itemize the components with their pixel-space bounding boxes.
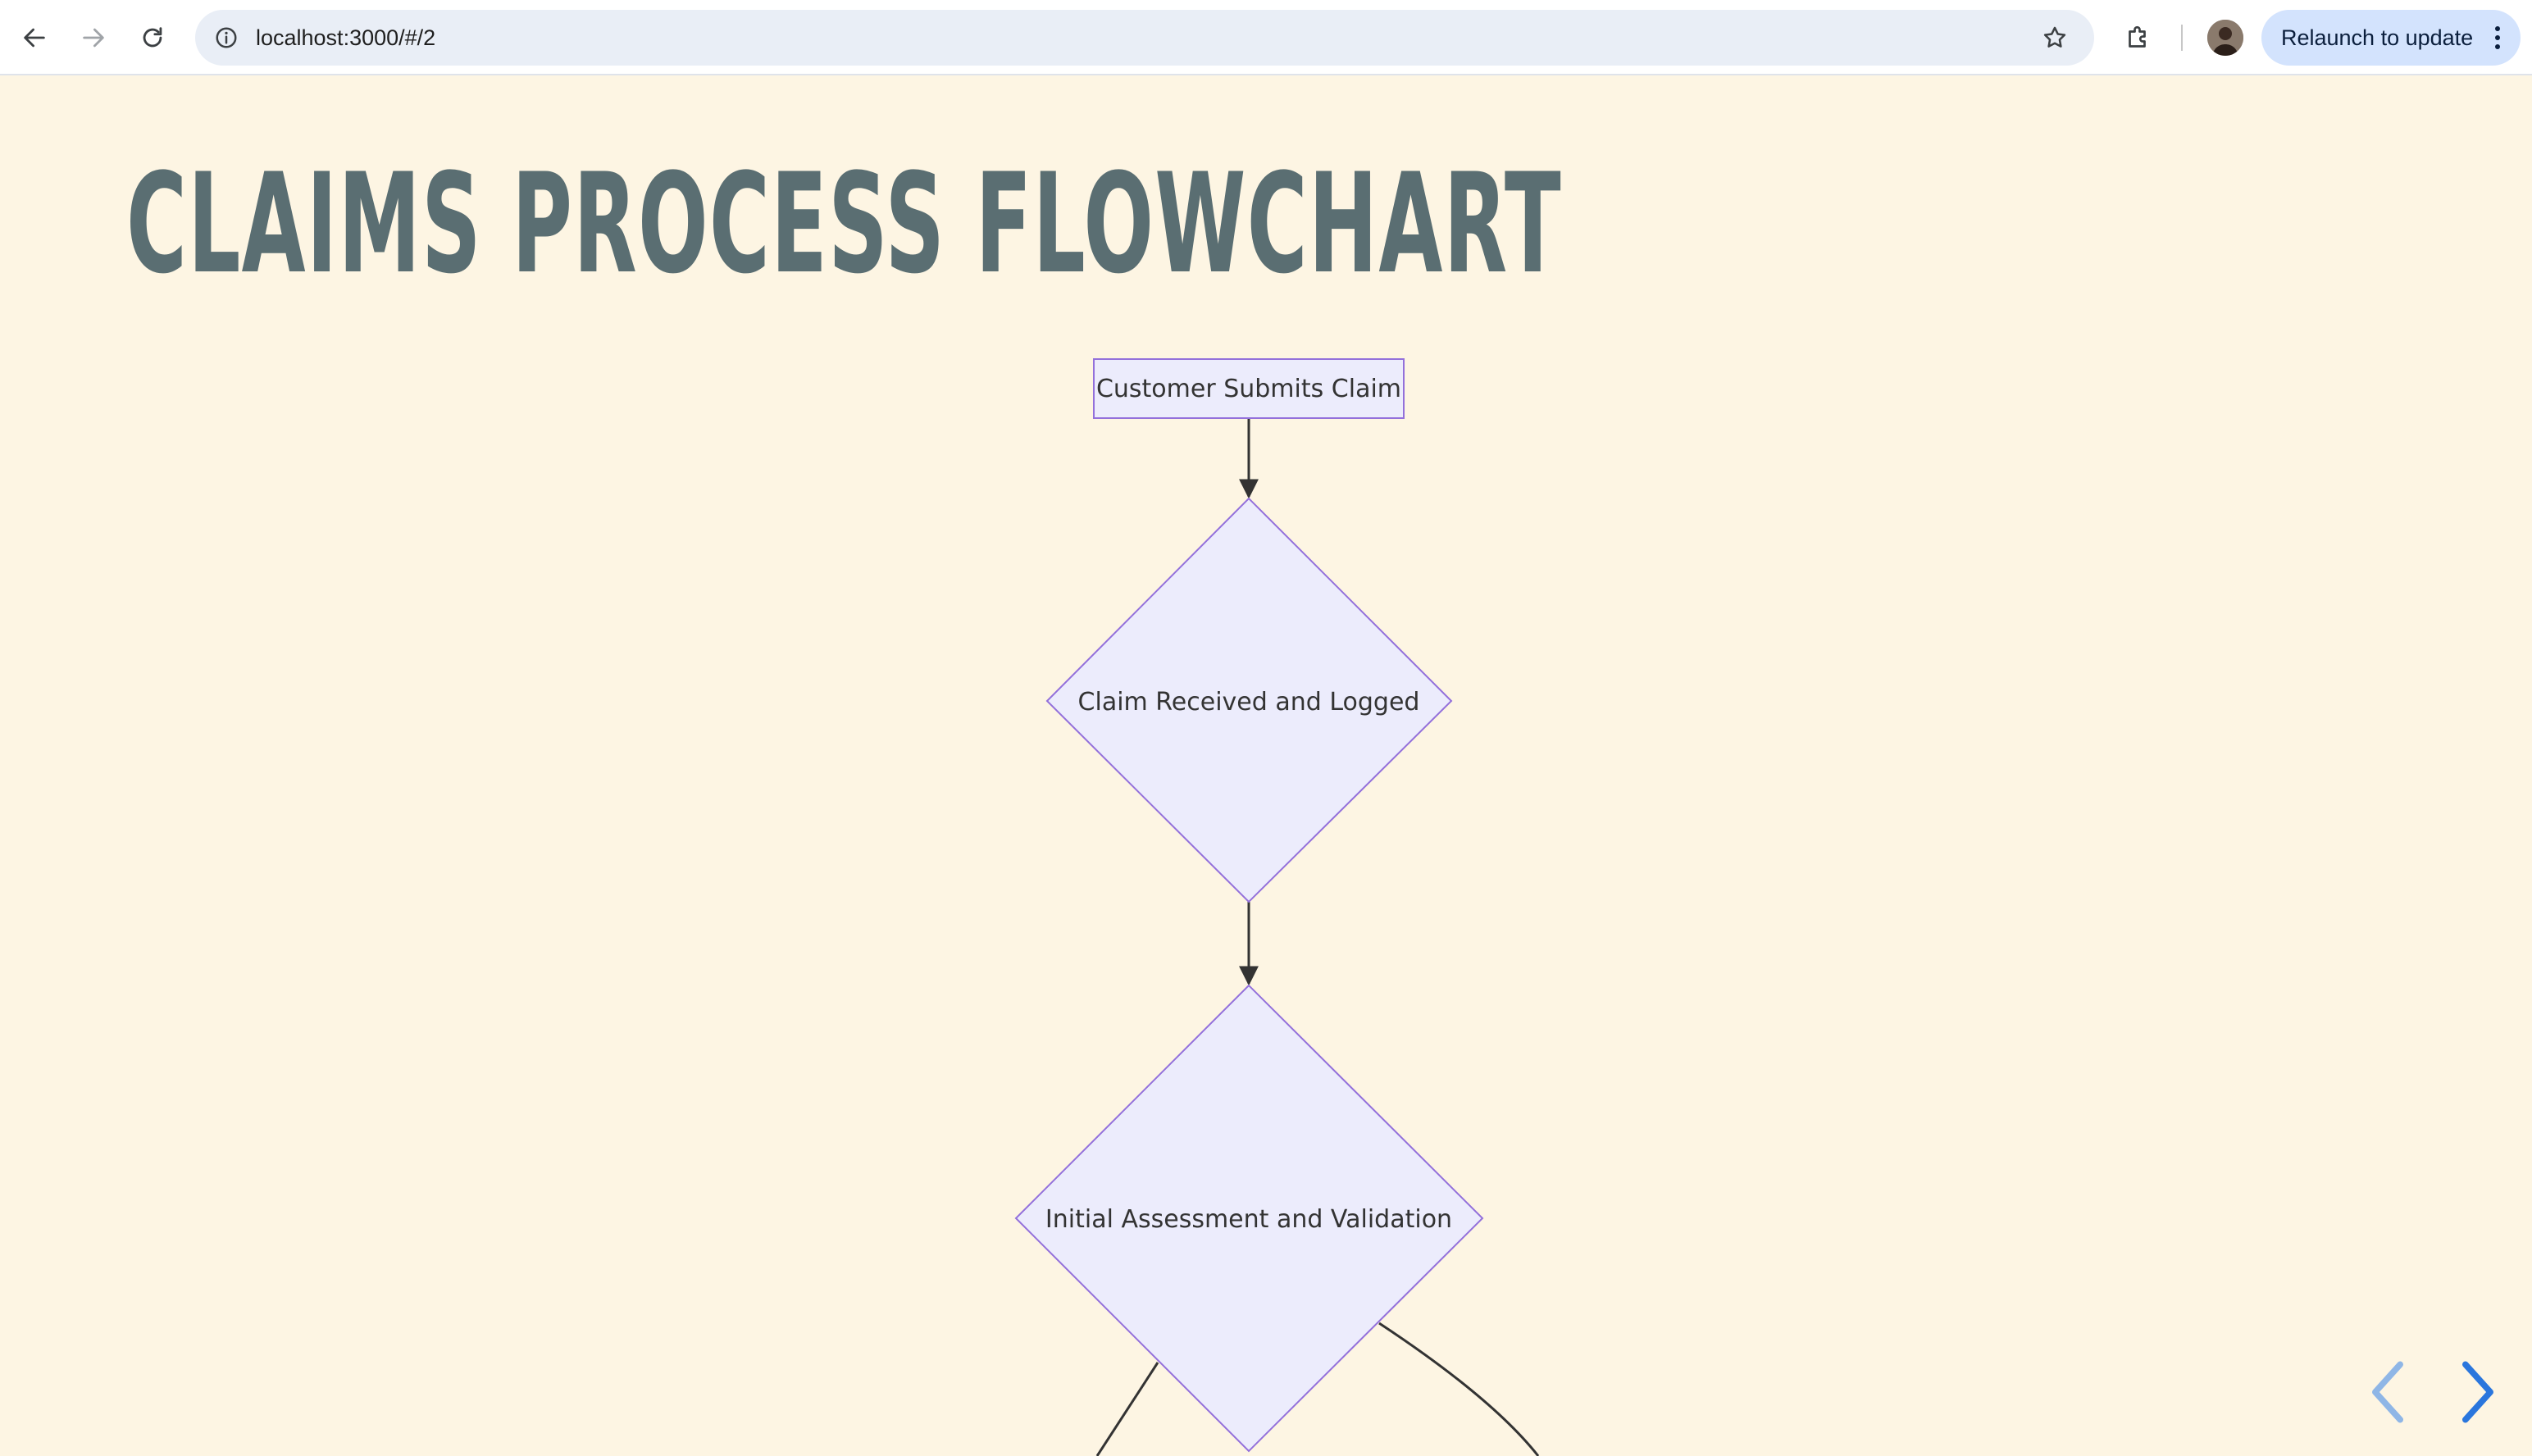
reload-button[interactable] <box>133 18 172 57</box>
back-button[interactable] <box>15 18 54 57</box>
relaunch-label: Relaunch to update <box>2281 25 2474 50</box>
star-icon[interactable] <box>2038 21 2071 54</box>
browser-toolbar: localhost:3000/#/2 Relaunch to update <box>0 0 2532 75</box>
chevron-right-icon <box>2461 1361 2493 1423</box>
next-slide-button[interactable] <box>2452 1356 2504 1428</box>
forward-button[interactable] <box>74 18 113 57</box>
kebab-menu-icon[interactable] <box>2493 25 2502 51</box>
edge-assess-right <box>1378 1322 1540 1456</box>
address-bar[interactable]: localhost:3000/#/2 <box>195 10 2094 66</box>
page-title: CLAIMS PROCESS FLOWCHART <box>126 143 1562 304</box>
flow-node-assess-label: Initial Assessment and Validation <box>1045 1205 1452 1234</box>
url-text[interactable]: localhost:3000/#/2 <box>256 25 436 50</box>
flow-node-assess: Initial Assessment and Validation <box>1014 984 1484 1453</box>
flow-node-start: Customer Submits Claim <box>1093 358 1405 419</box>
edge-assess-left <box>1095 1362 1159 1456</box>
relaunch-button[interactable]: Relaunch to update <box>2261 10 2521 66</box>
info-icon[interactable] <box>212 23 241 52</box>
back-arrow-icon <box>24 28 45 48</box>
puzzle-icon[interactable] <box>2119 18 2158 57</box>
flow-node-logged-label: Claim Received and Logged <box>1078 688 1420 717</box>
prev-slide-button[interactable] <box>2361 1356 2414 1428</box>
chevron-left-icon <box>2371 1361 2403 1423</box>
reload-icon <box>143 27 162 48</box>
forward-arrow-icon <box>83 28 104 48</box>
flow-node-start-label: Customer Submits Claim <box>1096 375 1401 403</box>
toolbar-divider <box>2181 25 2183 51</box>
flow-node-logged: Claim Received and Logged <box>1045 497 1453 903</box>
avatar[interactable] <box>2207 20 2243 56</box>
